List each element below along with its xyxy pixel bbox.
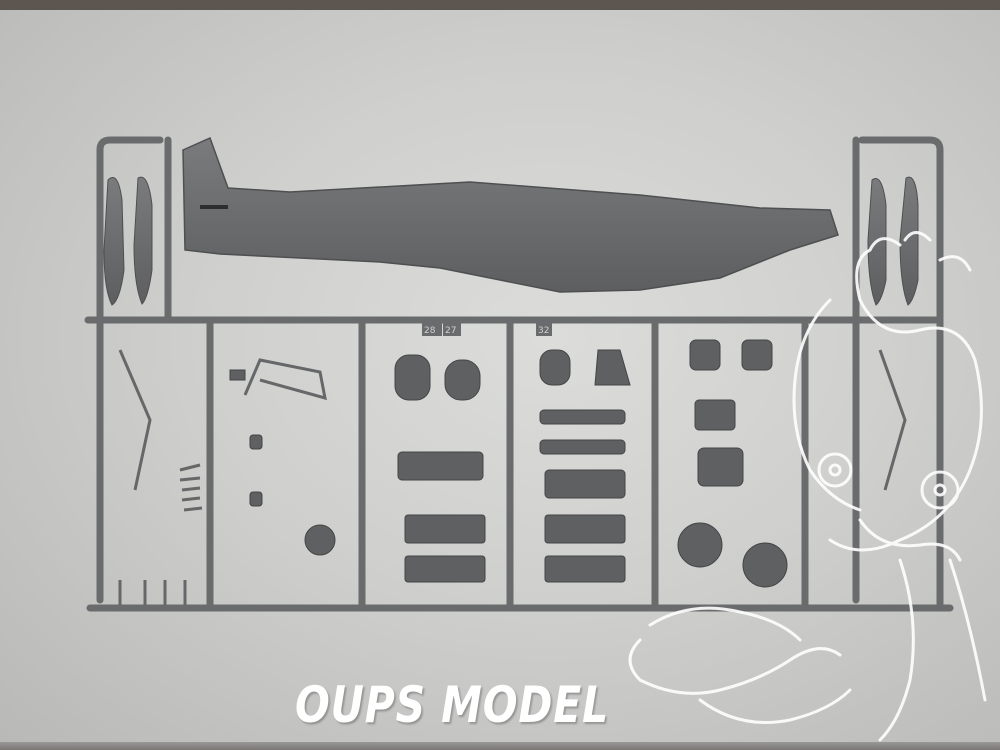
part-number-tags: 28 27 32: [422, 322, 552, 336]
thin-parts: [118, 349, 907, 605]
part-number-28: 28: [424, 326, 436, 336]
propeller-blades-left: [103, 176, 153, 306]
part-number-32: 32: [538, 326, 549, 336]
watermark-text: OUPS MODEL: [295, 676, 610, 734]
table-edge-top: [0, 0, 1000, 10]
small-parts: [229, 339, 788, 588]
table-edge-bottom: [0, 742, 1000, 750]
part-number-27: 27: [445, 326, 456, 336]
sprue-frame: [84, 136, 954, 612]
mascot-watermark-drawing: [628, 231, 987, 742]
fuselage-slot: [200, 205, 228, 209]
fuselage-part: [182, 136, 839, 293]
